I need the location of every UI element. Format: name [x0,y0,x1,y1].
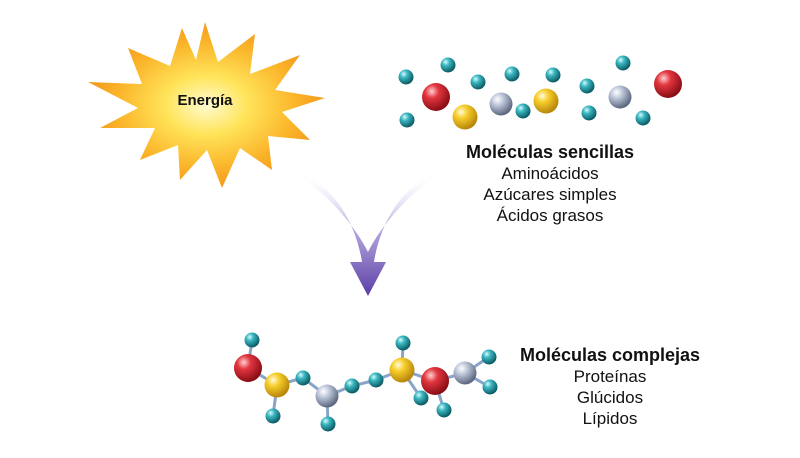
teal-atom-icon [413,390,429,406]
teal-atom-icon [436,402,452,418]
teal-atom-icon [482,379,498,395]
energy-sun-icon [88,22,325,188]
teal-atom-icon [615,55,631,71]
teal-atom-icon [481,349,497,365]
teal-atom-icon [344,378,360,394]
teal-atom-icon [395,335,411,351]
teal-atom-icon [398,69,414,85]
teal-atom-icon [581,105,597,121]
teal-atom-icon [470,74,486,90]
grey-atom-icon [453,361,477,385]
complex-molecules-title: Moléculas complejas [519,345,701,365]
teal-atom-icon [440,57,456,73]
simple-molecule-item: Azúcares simples [483,185,617,204]
simple-molecule-item: Ácidos grasos [496,206,604,225]
grey-atom-icon [489,92,513,116]
teal-atom-icon [635,110,651,126]
grey-atom-icon [608,85,632,109]
simple-molecule-item: Aminoácidos [501,164,599,183]
complex-molecule-item: Proteínas [573,367,647,386]
complex-molecules-block: Moléculas complejas Proteínas Glúcidos L… [500,345,720,429]
teal-atom-icon [244,332,260,348]
teal-atom-icon [368,372,384,388]
yellow-atom-icon [452,104,478,130]
yellow-atom-icon [389,357,415,383]
energy-label: Energía [177,92,233,109]
grey-atom-icon [315,384,339,408]
simple-molecules-cluster [398,55,682,130]
yellow-atom-icon [533,88,559,114]
yellow-atom-icon [264,372,290,398]
teal-atom-icon [515,103,531,119]
teal-atom-icon [545,67,561,83]
complex-molecule-chain [234,332,498,432]
teal-atom-icon [295,370,311,386]
teal-atom-icon [579,78,595,94]
red-atom-icon [421,367,449,395]
teal-atom-icon [504,66,520,82]
simple-molecules-block: Moléculas sencillas Aminoácidos Azúcares… [440,142,660,226]
teal-atom-icon [320,416,336,432]
simple-molecules-title: Moléculas sencillas [465,142,635,162]
complex-molecule-item: Glúcidos [576,388,644,407]
complex-molecule-item: Lípidos [582,409,638,428]
transformation-arrow-icon [292,172,444,296]
red-atom-icon [422,83,450,111]
teal-atom-icon [399,112,415,128]
teal-atom-icon [265,408,281,424]
red-atom-icon [654,70,682,98]
red-atom-icon [234,354,262,382]
